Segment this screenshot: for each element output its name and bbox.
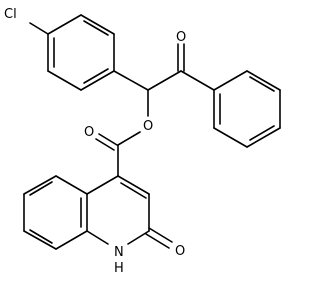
bond (23, 175, 57, 195)
bond-amide-double-1 (148, 227, 173, 243)
bond (127, 230, 150, 245)
bond-inner (83, 20, 109, 36)
bond-co-phenyl (180, 70, 215, 91)
bond-ring-ch (113, 70, 149, 91)
bond (86, 230, 109, 245)
bond-c-cl (29, 22, 49, 35)
structure-canvas: Cl O O O O N H (4, 7, 281, 276)
bond-inner (120, 182, 147, 199)
bond (213, 70, 248, 91)
bond (213, 127, 248, 148)
bond-inner (249, 76, 275, 92)
bond-inner (29, 229, 53, 244)
bond-inner (29, 181, 53, 196)
molecule-drawing: Cl O O O O N H (4, 7, 281, 276)
bond (246, 127, 281, 148)
phenyl-ring (213, 70, 281, 148)
pyridinone-ring (86, 175, 150, 245)
bond (47, 14, 82, 35)
bond (80, 70, 115, 91)
bond-inner (249, 125, 275, 141)
bond (47, 70, 82, 91)
chlorophenyl-ring (47, 14, 115, 91)
bond-o-carbonyl (117, 131, 141, 146)
bond (86, 175, 119, 195)
bond (55, 175, 88, 195)
bond (246, 70, 281, 91)
amide-hydrogen-label: H (114, 261, 124, 276)
bond-amide-double-2 (145, 233, 170, 249)
bond (117, 175, 150, 195)
chlorine-label: Cl (4, 7, 17, 22)
ester-carbonyl-oxygen-label: O (84, 125, 94, 140)
bond (23, 230, 57, 250)
amide-nitrogen-label: N (114, 245, 124, 260)
bond (55, 230, 88, 250)
amide-oxygen-label: O (175, 244, 185, 259)
bond-inner (83, 68, 109, 84)
ketone-oxygen-label: O (176, 30, 186, 45)
bond-ch-co (147, 70, 182, 91)
benzo-ring (23, 175, 88, 250)
bond (80, 14, 115, 35)
bond-ester-double-2 (95, 138, 115, 151)
bond-ester-double-1 (98, 133, 118, 146)
ester-oxygen-label: O (143, 119, 153, 134)
